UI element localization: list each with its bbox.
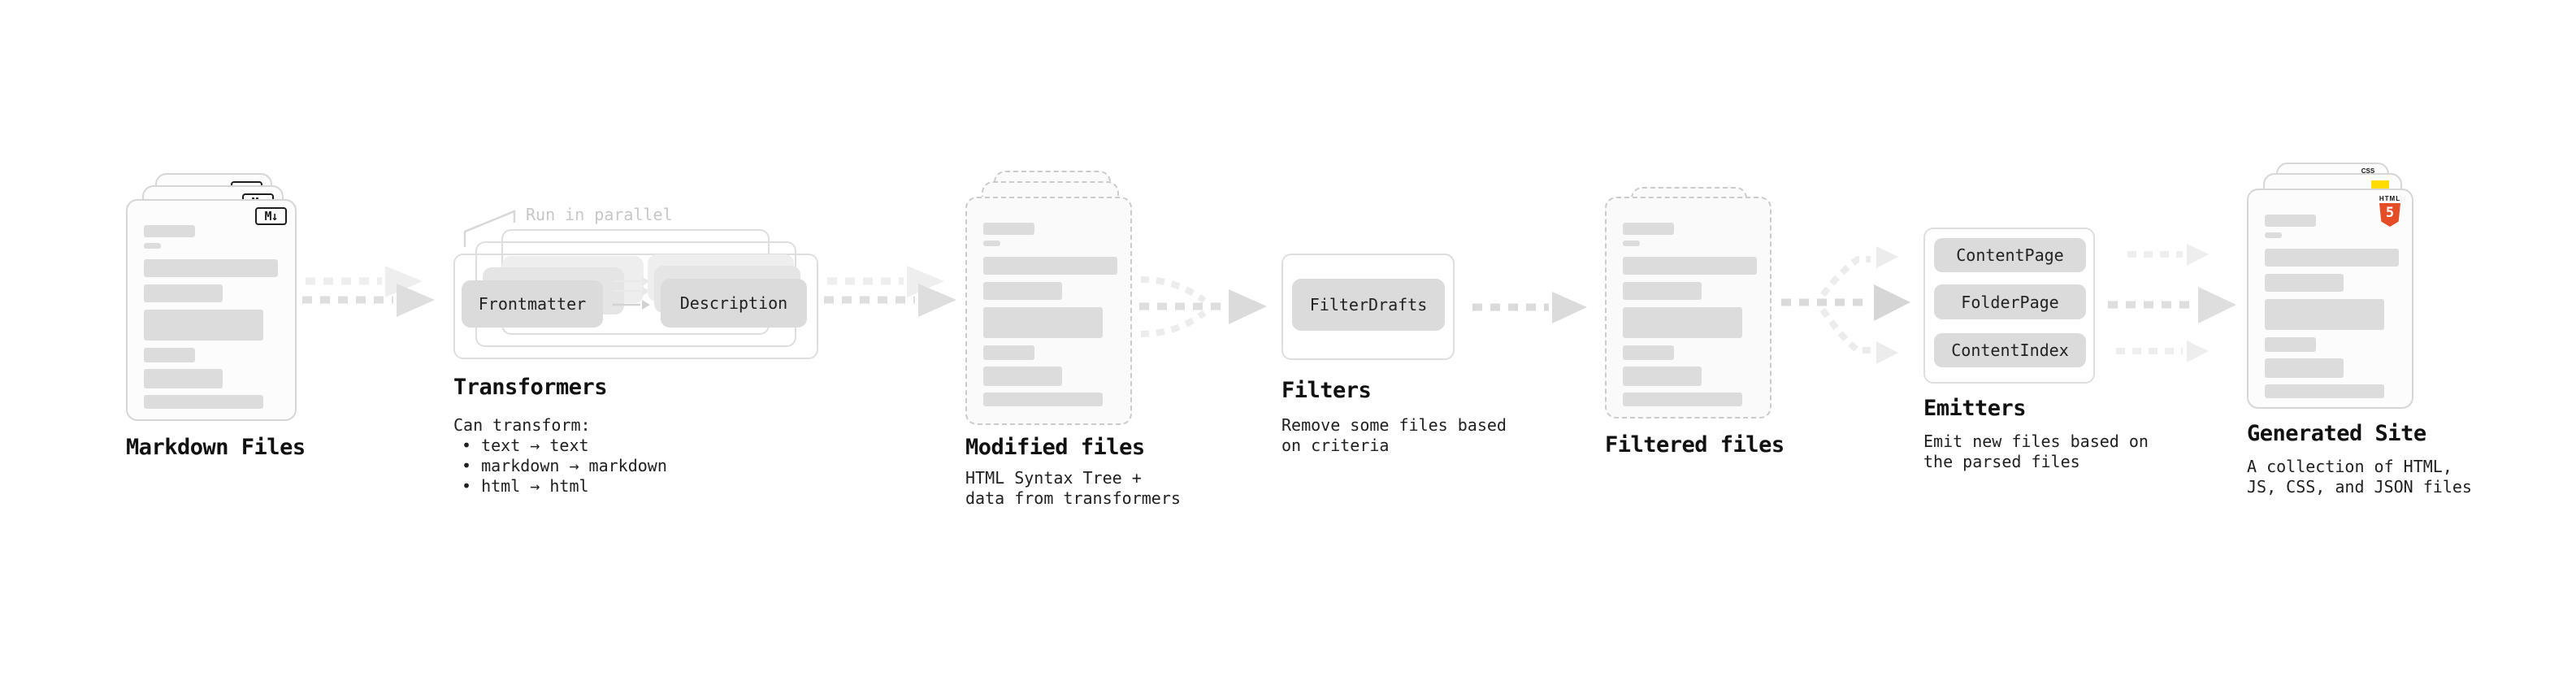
stage-markdown-files: M↓ M↓ M↓ Markdown Files [126,173,306,628]
arrow-markdown-to-transformers [302,266,435,317]
stage-emitters: ContentPage FolderPage ContentIndex Emit… [1923,228,2167,504]
file-card-front [1605,197,1772,419]
content-placeholder-bar [983,345,1034,360]
stage-desc-generated-site: A collection of HTML, JS, CSS, and JSON … [2247,457,2472,497]
desc-line: data from transformers [965,488,1181,508]
parallel-box-front [453,254,818,359]
content-placeholder-bar [144,310,263,340]
stage-transformers: Run in parallel Frontmatter Description … [453,205,835,546]
file-card-front: HTML 5 [2247,189,2413,409]
desc-line: A collection of HTML, [2247,457,2452,476]
content-placeholder-bar [983,367,1062,386]
desc-bullet: • text → text [462,436,589,455]
content-placeholder-bar [983,241,1000,246]
js-badge-icon [2371,180,2389,189]
content-placeholder-bar [2265,384,2384,398]
content-placeholder-bar [983,223,1034,235]
content-placeholder-bar [2265,299,2384,330]
stage-label-modified-files: Modified files [965,435,1145,460]
content-placeholder-bar [144,284,223,302]
html5-badge-icon: HTML 5 [2378,195,2402,227]
content-placeholder-bar [2265,232,2282,238]
content-placeholder-bar [144,243,161,249]
run-in-parallel-annotation: Run in parallel [526,205,673,224]
content-placeholder-bar [983,393,1103,406]
content-placeholder-bar [983,307,1103,338]
content-placeholder-bar [144,395,263,409]
content-placeholder-bar [2265,215,2316,227]
content-placeholder-bar [144,369,223,388]
content-placeholder-bar [1623,307,1742,338]
desc-line: the parsed files [1923,452,2080,471]
arrow-filtered-to-emitters-fanout [1781,246,1910,364]
stage-label-markdown-files: Markdown Files [126,435,306,460]
filterdrafts-chip: FilterDrafts [1292,279,1445,331]
content-placeholder-bar [2265,249,2399,267]
parallel-arrows-icon [613,277,650,310]
desc-bullet: • html → html [462,476,589,496]
content-placeholder-bar [983,257,1117,275]
file-card-front [965,197,1132,425]
arrow-emitters-to-generated-triple [2108,244,2236,362]
annotation-leader-line [463,210,516,247]
arrow-transformers-to-modified [824,266,956,317]
stage-generated-site: CSS HTML 5 Generated Site A collection o… [2247,163,2472,618]
content-placeholder-bar [1623,241,1640,246]
stage-label-emitters: Emitters [1923,396,2027,421]
content-placeholder-bar [983,282,1062,300]
stage-label-transformers: Transformers [453,375,608,400]
stage-desc-modified-files: HTML Syntax Tree + data from transformer… [965,468,1181,509]
stage-desc-filters: Remove some files based on criteria [1281,415,1507,456]
description-chip: Description [661,279,807,327]
stage-label-generated-site: Generated Site [2247,421,2426,446]
desc-line: Emit new files based on [1923,432,2149,451]
stage-label-filtered-files: Filtered files [1605,432,1785,458]
arrow-filters-to-filtered [1472,292,1587,323]
arrow-modified-to-filters-merge [1139,276,1267,337]
content-placeholder-bar [1623,393,1742,406]
content-placeholder-bar [1623,223,1674,235]
content-placeholder-bar [1623,257,1757,275]
desc-line: Can transform: [453,415,591,435]
frontmatter-chip: Frontmatter [462,280,603,327]
stage-filters: FilterDrafts Filters Remove some files b… [1281,254,1509,514]
desc-bullet: • markdown → markdown [462,456,667,475]
content-placeholder-bar [144,225,195,237]
stage-modified-files: Modified files HTML Syntax Tree + data f… [965,171,1181,626]
content-placeholder-bar [1623,367,1702,386]
content-placeholder-bar [2265,274,2344,292]
desc-line: HTML Syntax Tree + [965,468,1142,488]
stage-filtered-files: Filtered files [1605,187,1785,626]
file-card-front: M↓ [126,199,297,421]
desc-line: on criteria [1281,436,1390,455]
stage-desc-emitters: Emit new files based on the parsed files [1923,432,2149,472]
folderpage-chip: FolderPage [1934,284,2086,319]
desc-line: JS, CSS, and JSON files [2247,477,2472,497]
markdown-badge-icon: M↓ [255,207,287,225]
contentpage-chip: ContentPage [1934,238,2086,272]
stage-label-filters: Filters [1281,378,1372,403]
desc-line: Remove some files based [1281,415,1507,435]
content-placeholder-bar [1623,282,1702,300]
content-placeholder-bar [144,348,195,362]
stage-desc-transformers: Can transform: • text → text • markdown … [453,415,667,497]
contentindex-chip: ContentIndex [1934,333,2086,367]
content-placeholder-bar [1623,345,1674,360]
content-placeholder-bar [2265,337,2316,352]
content-placeholder-bar [2265,358,2344,378]
content-placeholder-bar [144,259,278,277]
